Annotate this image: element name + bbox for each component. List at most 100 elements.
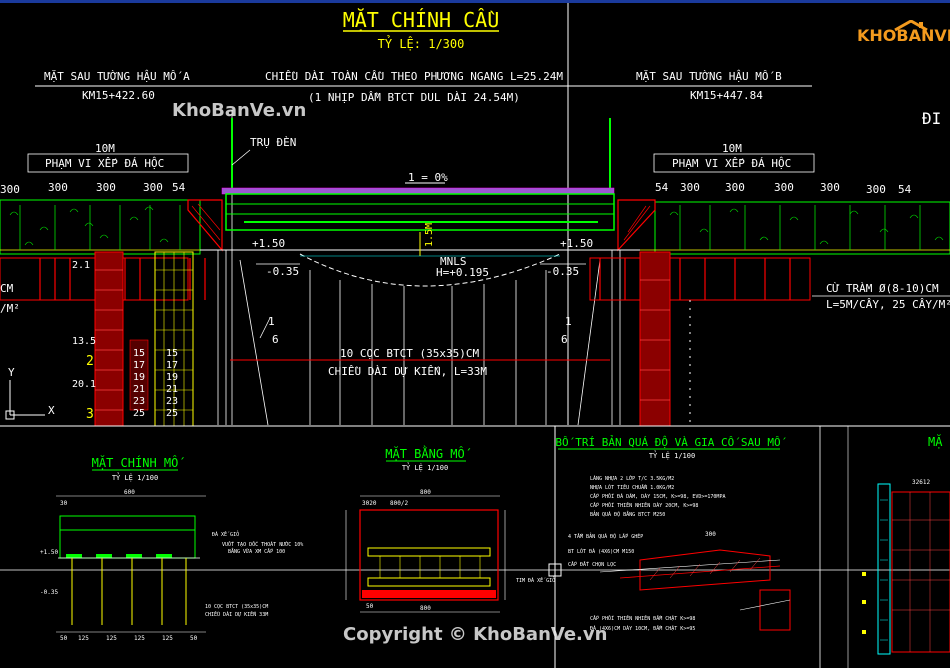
left-rock-range: PHẠM VI XẾP ĐÁ HỘC [45,157,164,170]
dim-54-right: 54 [655,181,669,194]
depth-label-right: 19 [166,372,178,383]
d3-label-e: ĐÁ (4X6)CM DÀY 10CM, ĐẦM CHẶT K>=95 [590,625,695,632]
d1-bottom-dim: 125 [106,635,117,642]
d1-bottom-dim: 125 [134,635,145,642]
d2-dim-3020: 3020 [362,500,377,507]
deck-slope: 1 = 0% [408,171,448,184]
d2-dim-800-2: 800/2 [390,500,408,507]
left-m2: /M² [0,302,20,315]
d2-wall-bottom [367,577,491,587]
left-width-10m: 10M [95,142,115,155]
d3-layer-note: BẢN QUÁ ĐỘ BẰNG BTCT M250 [590,510,665,518]
melaleuca-label-2: L=5M/CÂY, 25 CÂY/M² [826,298,950,311]
depth-label-left: 15 [133,348,145,359]
ratio-1-left: 1 [268,315,275,328]
mnls-label: MNLS [440,255,467,268]
main-scale: TỶ LỆ: 1/300 [378,35,465,51]
side-label: ĐI [922,109,941,128]
d3-label-d: CẤP PHỐI THIÊN NHIÊN ĐẦM CHẶT K>=98 [590,614,695,622]
depth-label-right: 15 [166,348,178,359]
elev-left-150: +1.50 [252,237,285,250]
detail1-scale: TỶ LỆ 1/100 [112,473,158,482]
d1-pile-note-2: CHIỀU DÀI DỰ KIẾN 33M [205,610,268,618]
dim-300-e: 300 [680,181,700,194]
dim-300-d: 300 [143,181,163,194]
pile-length: CHIỀU DÀI DỰ KIẾN, L=33M [328,365,487,378]
right-width-10m: 10M [722,142,742,155]
h-level: H=+0.195 [436,266,489,279]
melaleuca-label: CỪ TRÀM Ø(8-10)CM [826,282,939,295]
depth-label-left: 25 [133,408,145,419]
span-label: (1 NHỊP DẦM BTCT DUL DÀI 24.54M) [308,91,520,104]
d3-label-b: BT LÓT ĐÁ (4X6)CM M150 [568,548,634,555]
axis-y: Y [8,366,15,379]
detail-approach-slab: BỐ TRÍ BẢN QUÁ ĐỘ VÀ GIA CỐ SAU MỐ TỶ LỆ… [555,435,791,632]
d3-wall [759,589,791,631]
deck-girder [225,193,615,231]
depth-label-right: 17 [166,360,178,371]
d1-bottom-dim: 125 [78,635,89,642]
d3-layer-note: LÁNG NHỰA 2 LỚP T/C 3.5KG/M2 [590,475,674,482]
d1-bottom-dim: 125 [162,635,173,642]
detail1-title: MẶT CHÍNH MỐ [92,455,185,470]
d1-pile-note: 10 CỌC BTCT (35x35)CM [205,604,268,610]
elev-right-035: -0.35 [546,265,579,278]
dim-300-a: 300 [0,183,20,196]
detail2-scale: TỶ LỆ 1/100 [402,463,448,472]
right-rock-range: PHẠM VI XẾP ĐÁ HỘC [672,157,791,170]
pile-count: 10 CỌC BTCT (35x35)CM [340,347,479,360]
left-embankment [0,199,201,255]
detail3-title: BỐ TRÍ BẢN QUÁ ĐỘ VÀ GIA CỐ SAU MỐ [555,435,786,449]
d2-note: TIM ĐÁ XẾ GIỎ [516,576,555,584]
right-embankment [654,201,950,255]
layer-135: 13.5 [72,336,96,347]
detail3-scale: TỶ LỆ 1/100 [649,451,695,460]
d2-dim-50: 50 [366,603,374,610]
cursor-box [548,563,562,577]
logo-house-icon [894,19,928,32]
brand-logo: KHOBANVE [855,19,950,50]
depth-label-right: 25 [166,408,178,419]
dim-300-f: 300 [725,181,745,194]
lamp-post-label: TRỤ ĐÈN [250,136,296,149]
detail-abutment-elevation: MẶT CHÍNH MỐ TỶ LỆ 1/100 600 30 +1.50 -0… [40,455,303,642]
d2-dim-800-bot: 800 [420,605,431,612]
ucs-axis-icon [5,380,45,420]
depth-label-right: 23 [166,396,178,407]
elev-left-035: -0.35 [266,265,299,278]
layer-201: 20.1 [72,379,96,390]
dim-300-b: 300 [48,181,68,194]
total-length-label: CHIỀU DÀI TOÀN CẦU THEO PHƯƠNG NGANG L=2… [265,70,563,83]
depth-label-left: 23 [133,396,145,407]
d2-dim-800-top: 800 [420,489,431,496]
left-rock-range-box [27,153,189,173]
depth-label-left: 17 [133,360,145,371]
ratio-6-right: 6 [561,333,568,346]
logo-text: KHOBANVE [857,26,950,45]
d1-elev-035: -0.35 [40,589,58,596]
dim-54-far: 54 [898,183,912,196]
d1-elev-150: +1.50 [40,549,58,556]
depth-label-right: 21 [166,384,178,395]
d4-note: 32612 [912,479,930,486]
left-cm: CM [0,282,14,295]
d1-bottom-dim: 50 [60,635,68,642]
d1-bottom-dim: 50 [190,635,198,642]
d1-body [59,529,196,559]
d3-label-a: 4 TẤM BẢN QUÁ ĐỘ LẮP GHÉP [568,532,643,540]
layer-21: 2.1 [72,260,90,271]
d3-layer-note: NHỰA LÓT TIÊU CHUẨN 1.0KG/M2 [590,483,674,491]
left-km: KM15+422.60 [82,89,155,102]
watermark-bottom: Copyright © KhoBanVe.vn [343,624,608,645]
watermark-top: KhoBanVe.vn [172,100,307,121]
dim-54-left: 54 [172,181,186,194]
d1-cap [59,515,196,531]
d2-wall-top [367,547,491,557]
d1-dim-600: 600 [124,489,135,496]
detail4-title: MẶ [928,435,943,449]
river-bed [299,253,561,287]
depth-label-left: 19 [133,372,145,383]
d3-layer-note: CẤP PHỐI THIÊN NHIÊN DÀY 20CM, K>=98 [590,501,698,509]
